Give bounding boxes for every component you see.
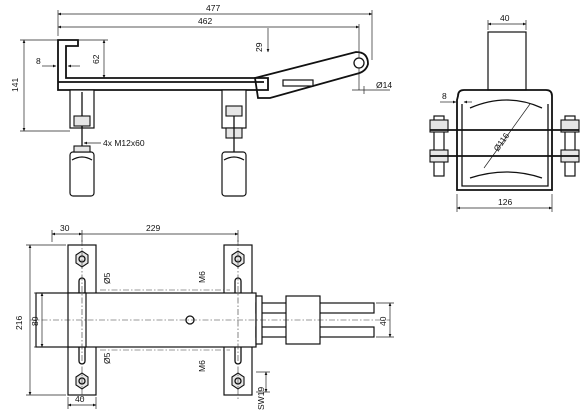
u-frame [456,89,553,191]
dim-tab-width: 40 [378,316,388,326]
dim-total-width: 216 [14,316,24,330]
left-clamp-nut [73,115,91,127]
dim-overall-length: 477 [206,3,220,13]
post [487,31,527,91]
top-view: 30 229 216 80 40 40 Ø5 Ø5 M6 M6 SW1 [14,223,394,410]
dim-frame-length: 462 [198,16,212,26]
arm-hole [353,57,365,69]
arm-slot [282,79,314,87]
side-view: 477 462 141 8 62 29 Ø14 4x M12x60 [10,3,392,197]
dim-hole-top: Ø5 [102,272,112,284]
right-clamp-nut-top [225,105,243,117]
pipe-saddle-bottom [469,171,543,179]
dim-hole-diameter: Ø14 [376,80,392,90]
pipe-saddle-top [469,99,543,109]
left-bolt [433,115,445,177]
dim-thread-top: M6 [197,271,207,283]
dim-bar-width: 80 [30,316,40,326]
dim-hole-bottom: Ø5 [102,352,112,364]
dim-thread-bottom: M6 [197,360,207,372]
dim-top-width: 40 [500,13,510,23]
dim-flange: 8 [442,91,447,101]
dim-edge-offset: 30 [60,223,70,233]
pipe-diameter-line [483,103,531,169]
right-clamp-pad [221,151,247,197]
right-bolt [564,115,576,177]
dim-hook-depth: 62 [91,54,101,64]
dim-base-width: 126 [498,197,512,207]
dim-height: 141 [10,78,20,92]
dim-clamp-width: 40 [75,394,85,404]
left-bolt-nut-top [429,119,449,133]
dim-hook-width: 8 [36,56,41,66]
frame-hook [57,39,269,91]
right-bolt-nut-top [560,119,580,133]
left-clamp-lower-nut [73,145,91,153]
dim-wrench-size: SW19 [256,387,266,410]
swing-arm [253,51,369,99]
dim-clamp-spacing: 229 [146,223,160,233]
dim-arm-offset: 29 [254,42,264,52]
label-bolts: 4x M12x60 [103,138,145,148]
section-view: 40 8 Ø116 126 [429,13,580,212]
